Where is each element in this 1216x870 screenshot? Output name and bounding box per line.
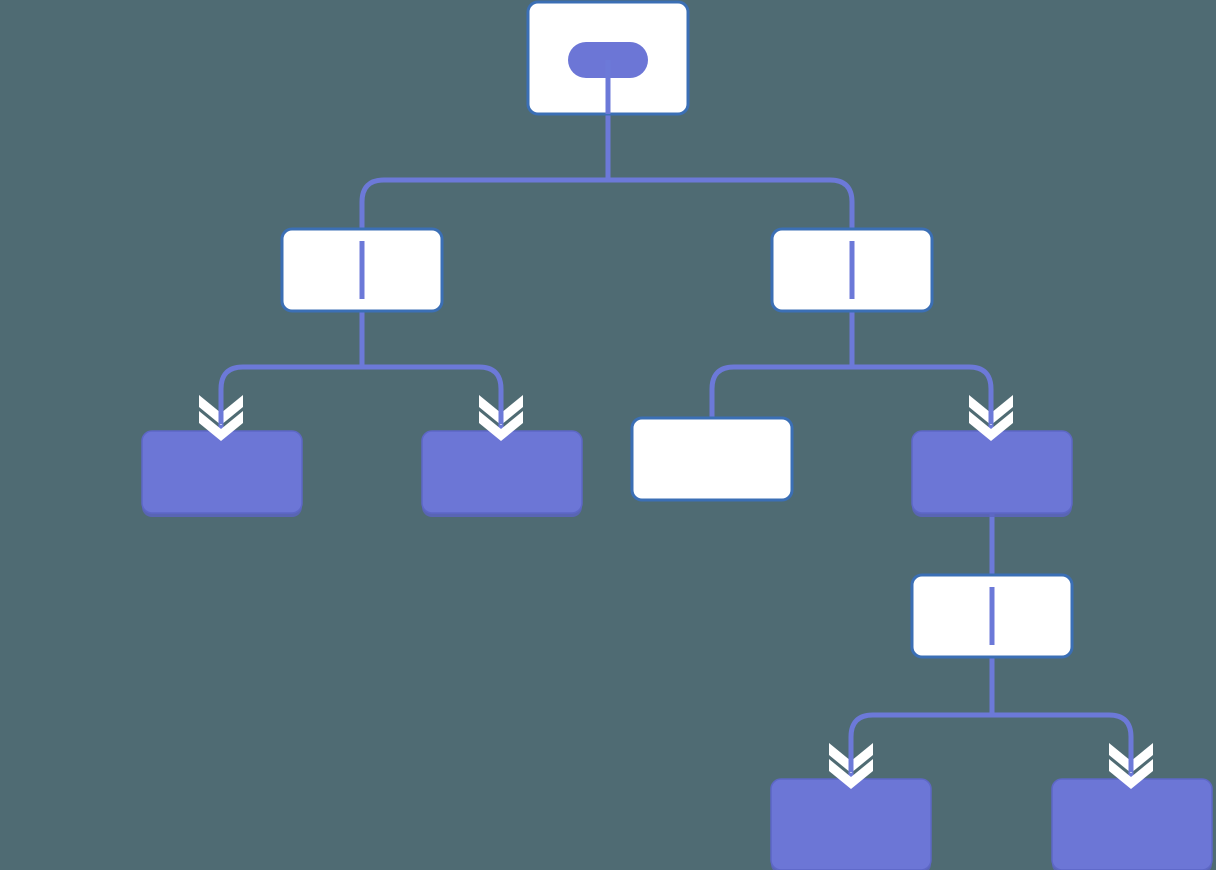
connector-root-to-level2-left — [359, 177, 608, 229]
connector-level2-left-to-level3-b — [362, 364, 504, 431]
level3-node-c-group — [630, 416, 794, 502]
connectors-layer — [218, 114, 1134, 779]
connector-level4-to-level5-right — [992, 712, 1134, 779]
level5-left-node[interactable] — [770, 778, 932, 870]
level3-node-b[interactable] — [421, 430, 583, 514]
connector-level2-right-to-level3-c — [709, 364, 852, 418]
level3-node-a[interactable] — [141, 430, 303, 514]
level5-right-node[interactable] — [1051, 778, 1213, 870]
level3-node-d-group — [911, 430, 1073, 517]
level3-node-b-group — [421, 430, 583, 517]
arrows-layer — [199, 393, 1153, 789]
connector-level2-left-to-level3-a — [218, 364, 362, 431]
level2-right-node-group — [770, 227, 934, 313]
root-node-group — [526, 0, 690, 116]
level3-node-d[interactable] — [911, 430, 1073, 514]
connector-level2-right-to-level3-d — [852, 364, 994, 431]
level3-node-a-group — [141, 430, 303, 517]
level4-node-group — [910, 573, 1074, 659]
level3-node-c[interactable] — [630, 416, 794, 502]
nodes-layer — [141, 0, 1213, 870]
level2-left-node-group — [280, 227, 444, 313]
level5-right-node-group — [1051, 778, 1213, 870]
connector-root-to-level2-right — [608, 177, 855, 229]
connector-level4-to-level5-left — [848, 712, 992, 779]
level5-left-node-group — [770, 778, 932, 870]
